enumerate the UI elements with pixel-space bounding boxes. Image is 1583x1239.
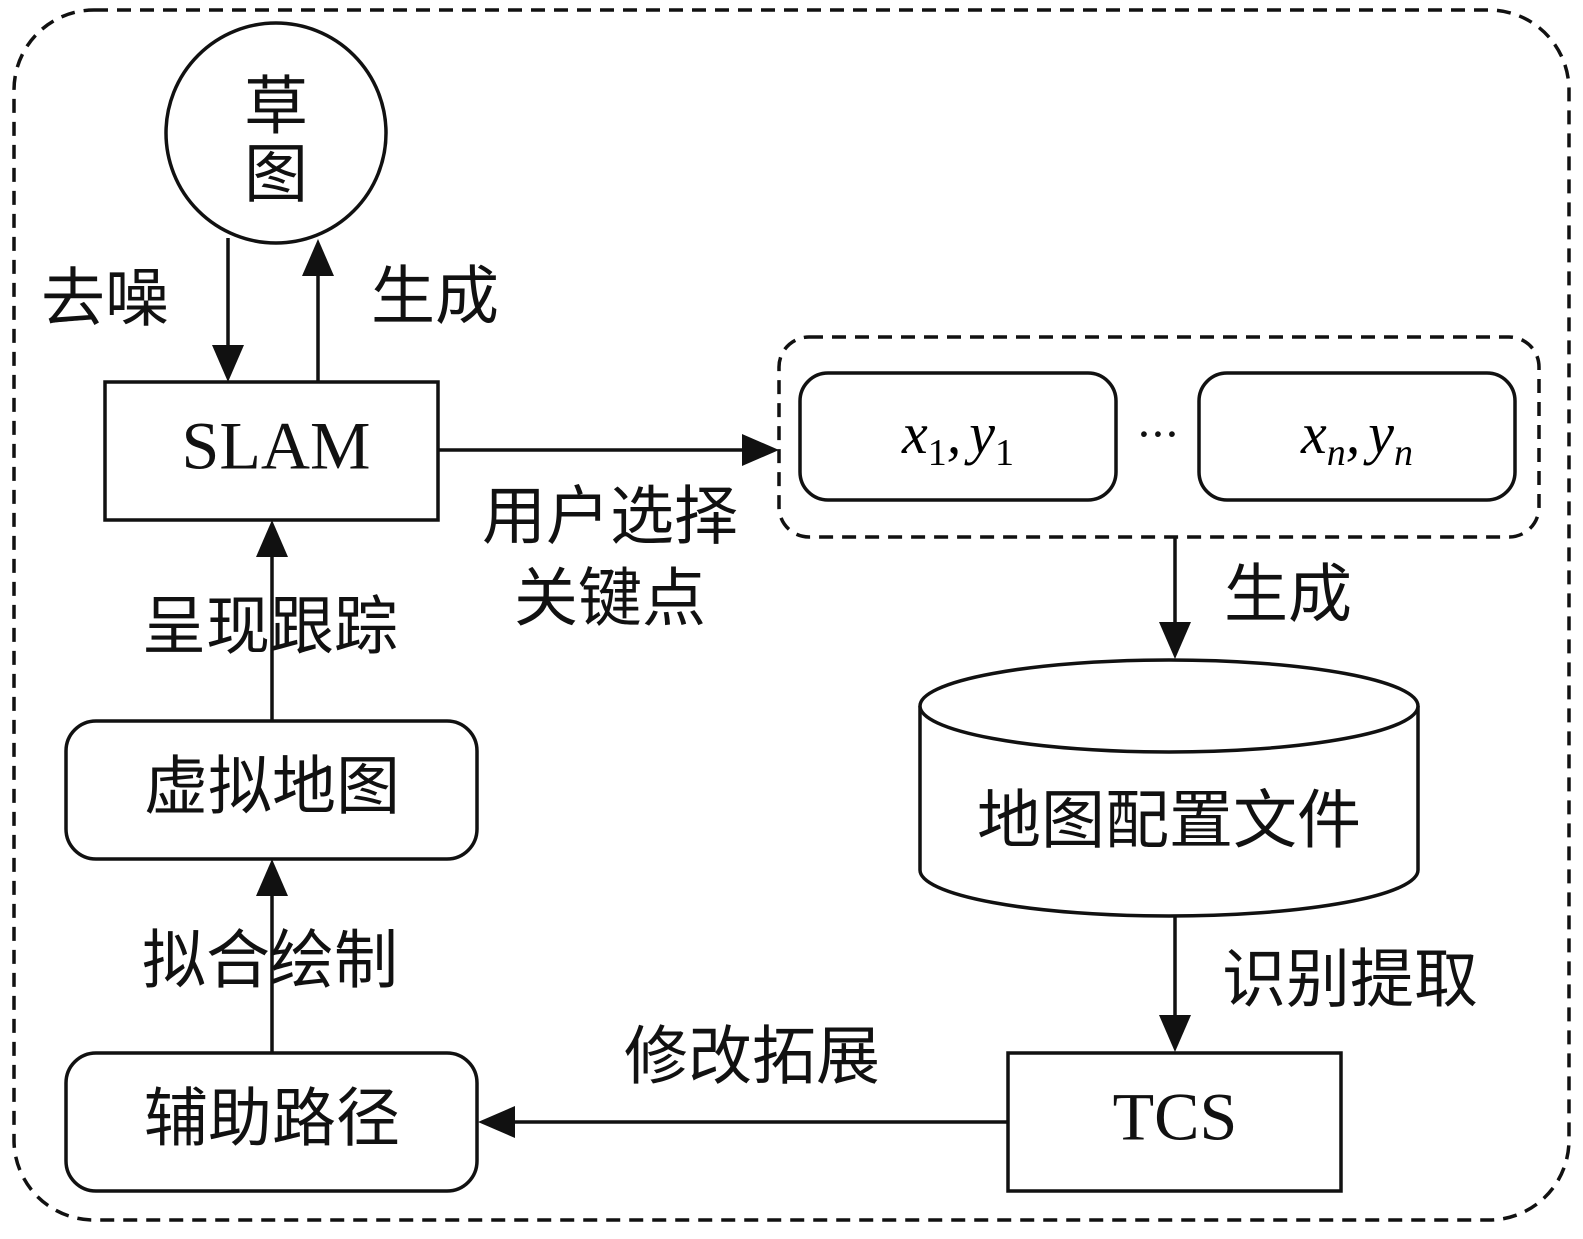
generate-top-label: 生成 [371,261,499,335]
modify-extend-arrow [478,1106,1008,1138]
modify-extend-label: 修改拓展 [624,1021,880,1095]
keypoint-first-y-sub: 1 [995,432,1014,474]
fit-draw-label: 拟合绘制 [142,925,398,999]
sketch-node: 草 图 [164,21,388,245]
generate-top-arrow [302,239,334,382]
virtual-map-label: 虚拟地图 [144,751,400,825]
sketch-label-line2: 图 [244,139,308,213]
svg-text:xn,yn: xn,yn [1300,401,1413,473]
tcs-node: TCS [1006,1051,1343,1193]
identify-extract-arrow [1159,916,1191,1052]
identify-extract-label: 识别提取 [1222,944,1478,1018]
user-select-label-line2: 关键点 [514,563,706,637]
aux-path-label: 辅助路径 [144,1083,400,1157]
svg-text:x1,y1: x1,y1 [901,401,1014,473]
user-select-label-line1: 用户选择 [482,481,738,555]
keypoint-last-x: x [1300,401,1327,466]
aux-path-node: 辅助路径 [64,1051,479,1193]
render-track-arrow [256,520,288,721]
generate-right-arrow [1159,537,1191,659]
virtual-map-node: 虚拟地图 [64,719,479,861]
tcs-label: TCS [1113,1079,1238,1155]
keypoint-last-x-sub: n [1327,432,1346,474]
user-select-arrow [438,434,779,466]
keypoint-last-y-sub: n [1394,432,1413,474]
keypoint-first-node: x1,y1 [798,371,1118,502]
fit-draw-arrow [256,859,288,1053]
map-config-node: 地图配置文件 [918,658,1420,918]
keypoint-ellipsis: ··· [1137,410,1179,461]
keypoint-first-x: x [901,401,928,466]
slam-label: SLAM [182,408,371,484]
render-track-label: 呈现跟踪 [142,591,398,665]
keypoints-group [777,335,1541,539]
slam-node: SLAM [103,380,440,522]
keypoint-last-sep: , [1346,401,1361,466]
keypoint-first-x-sub: 1 [928,432,947,474]
sketch-label-line1: 草 [244,71,308,145]
keypoint-last-y: y [1363,401,1394,466]
denoise-arrow [212,238,244,382]
map-config-label: 地图配置文件 [977,785,1361,859]
outer-boundary [12,8,1571,1222]
keypoint-first-y: y [964,401,995,466]
generate-right-label: 生成 [1224,559,1352,633]
keypoint-first-sep: , [947,401,962,466]
denoise-label: 去噪 [41,263,169,337]
keypoint-last-node: xn,yn [1197,371,1517,502]
